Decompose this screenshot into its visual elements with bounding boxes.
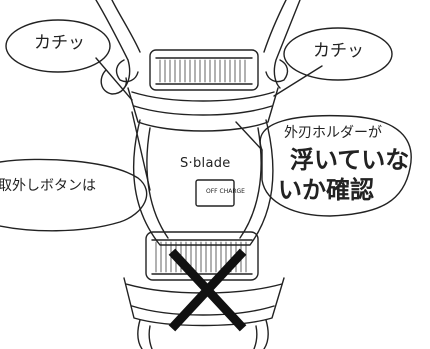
- switch-label: OFF CHARGE: [206, 188, 245, 195]
- brand-label: S·blade: [180, 156, 231, 171]
- click-label-left: カチッ: [34, 33, 85, 53]
- click-label-right: カチッ: [313, 41, 364, 61]
- callout-bubble-right: [283, 27, 393, 81]
- callout-bubble-release: [0, 158, 148, 232]
- callout-bubble-left: [5, 19, 111, 73]
- check-label-line3: いか確認: [278, 176, 374, 204]
- top-shaver: [95, 0, 323, 246]
- release-button-label: 取外しボタンは: [0, 178, 96, 194]
- check-label-line1: 外刃ホルダーが: [284, 125, 382, 141]
- check-label-line2: 浮いていな: [290, 146, 410, 174]
- callout-bubble-check: [259, 114, 412, 217]
- prohibited-cross-icon: [168, 248, 247, 332]
